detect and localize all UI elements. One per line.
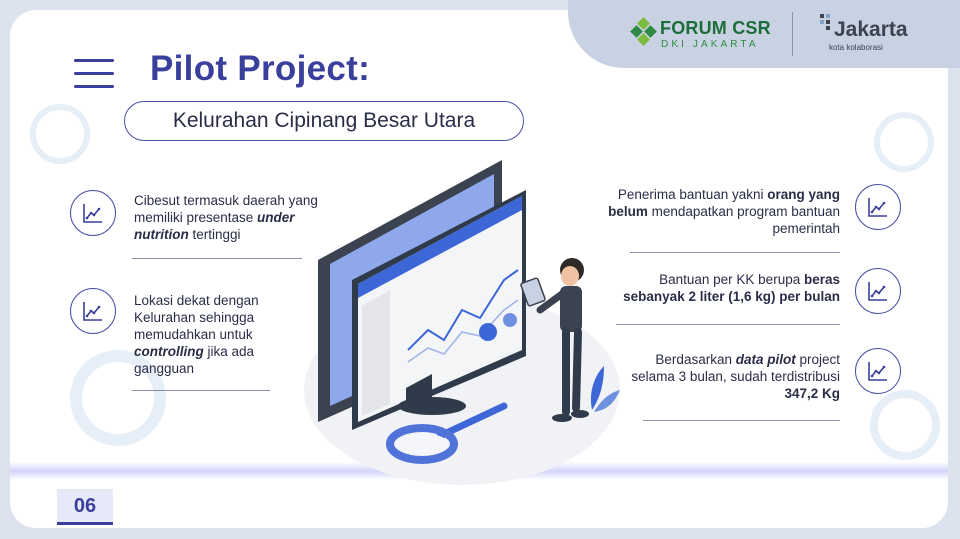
forum-csr-name: FORUM CSR <box>660 18 771 38</box>
decorative-ring <box>874 112 934 172</box>
decorative-ring <box>870 390 940 460</box>
right-point-2-text: Bantuan per KK berupa <box>659 272 804 287</box>
right-point-1-text: Penerima bantuan yakni <box>617 187 768 202</box>
left-point-2: Lokasi dekat dengan Kelurahan sehingga m… <box>134 292 284 377</box>
forum-csr-emblem-icon <box>630 17 657 46</box>
subtitle: Kelurahan Cipinang Besar Utara <box>172 109 476 132</box>
right-point-3-emphasis: data pilot <box>735 352 796 367</box>
left-point-2-text: Lokasi dekat dengan Kelurahan sehingga m… <box>134 293 259 342</box>
line-chart-icon <box>70 288 116 334</box>
right-point-1-text-end: mendapatkan program bantuan pemerintah <box>647 204 840 236</box>
line-chart-icon <box>855 268 901 314</box>
left-point-1-emphasis: under nutrition <box>134 210 295 242</box>
jakarta-logo: Jakarta kota kolaborasi <box>818 12 928 58</box>
left-point-2-emphasis: controlling <box>134 344 204 359</box>
forum-csr-logo: FORUM CSR DKI JAKARTA <box>630 14 780 54</box>
jakarta-tagline: kota kolaborasi <box>829 43 883 52</box>
right-point-2-divider <box>616 324 840 325</box>
hamburger-menu-icon[interactable] <box>74 59 114 89</box>
right-point-3-text: Berdasarkan <box>655 352 736 367</box>
right-point-3: Berdasarkan data pilot project selama 3 … <box>630 351 840 402</box>
left-point-1-divider <box>132 258 302 259</box>
line-chart-icon <box>855 184 901 230</box>
right-point-2: Bantuan per KK berupa beras sebanyak 2 l… <box>595 271 840 305</box>
line-chart-icon <box>70 190 116 236</box>
right-point-3-text-mid: project selama 3 bulan, sudah terdistrib… <box>631 352 840 384</box>
right-point-1-divider <box>630 252 840 253</box>
right-point-1: Penerima bantuan yakni orang yang belum … <box>600 186 840 237</box>
logo-divider <box>792 12 793 56</box>
jakarta-emblem-icon <box>820 14 830 30</box>
line-chart-icon <box>855 348 901 394</box>
left-point-1-text: Cibesut termasuk daerah yang memiliki pr… <box>134 193 318 225</box>
left-point-1-text-end: tertinggi <box>188 227 241 242</box>
analytics-dashboard-illustration <box>304 160 620 485</box>
subtitle-pill: Kelurahan Cipinang Besar Utara <box>124 101 524 141</box>
left-point-2-divider <box>132 390 270 391</box>
decorative-ring <box>30 104 90 164</box>
right-point-2-emphasis: beras sebanyak 2 liter (1,6 kg) per bula… <box>623 272 840 304</box>
left-point-2-text-end: jika ada gangguan <box>134 344 255 376</box>
page-number: 06 <box>57 489 113 525</box>
right-point-1-emphasis: orang yang belum <box>608 187 840 219</box>
jakarta-wordmark: Jakarta <box>834 18 908 41</box>
left-point-1: Cibesut termasuk daerah yang memiliki pr… <box>134 192 352 243</box>
forum-csr-region: DKI JAKARTA <box>661 39 759 50</box>
page-title: Pilot Project: <box>150 49 371 88</box>
right-point-3-divider <box>643 420 840 421</box>
right-point-3-amount: 347,2 Kg <box>784 386 840 401</box>
